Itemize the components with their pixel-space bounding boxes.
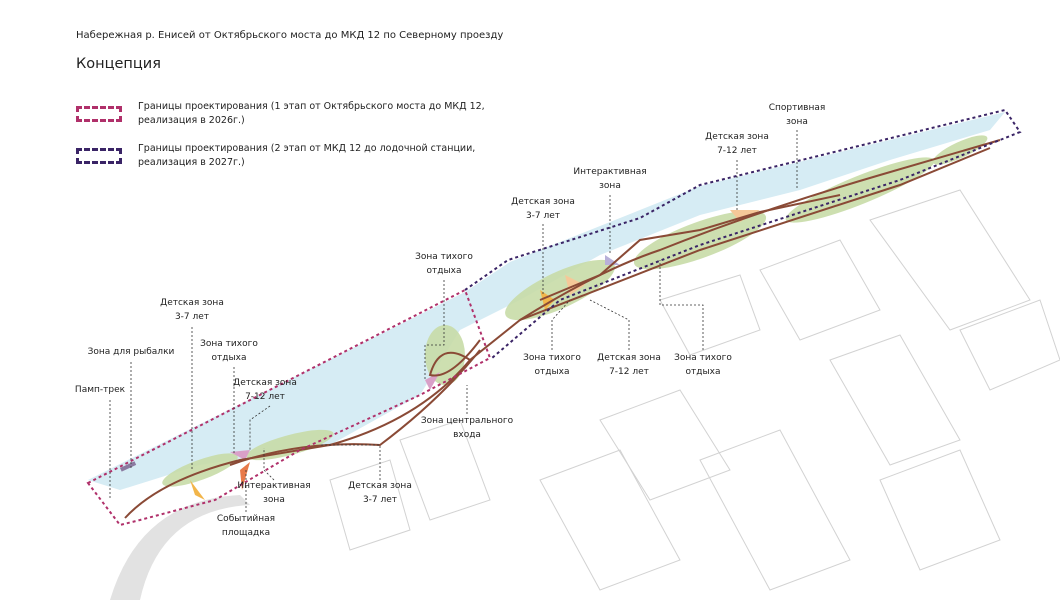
zone-label-fishing: Зона для рыбалки <box>88 345 175 359</box>
label-line-1: Детская зона <box>597 353 661 363</box>
trees <box>162 135 988 487</box>
zone-label-kids-3-7: Детская зона 3-7 лет <box>511 195 575 223</box>
label-line-2: 3-7 лет <box>174 312 210 322</box>
label-line-2: зона <box>263 495 285 505</box>
label-line-2: отдыха <box>426 266 462 276</box>
label-line-2: площадка <box>221 528 271 538</box>
label-line-2: зона <box>599 181 621 191</box>
label-leader-lines <box>109 130 798 512</box>
legend-item-stage-2: Границы проектирования (2 этап от МКД 12… <box>76 142 498 170</box>
boundary-stage-2 <box>464 108 1022 359</box>
label-line-2: зона <box>786 117 808 127</box>
walkway-paths <box>124 139 1001 519</box>
legend-label: Границы проектирования (2 этап от МКД 12… <box>138 143 476 168</box>
label-line-1: Зона тихого <box>200 339 258 349</box>
label-line-2: отдыха <box>534 367 570 377</box>
zone-label-kids-3-7: Детская зона 3-7 лет <box>348 479 412 507</box>
zone-label-kids-7-12: Детская зона 7-12 лет <box>597 351 661 379</box>
label-line-2: 7-12 лет <box>245 392 285 402</box>
zone-label-sports: Спортивная зона <box>769 101 826 129</box>
label-line-1: Детская зона <box>160 298 224 308</box>
label-line-1: Спортивная <box>768 103 826 113</box>
page-title: Концепция <box>76 56 161 72</box>
label-line-2: 3-7 лет <box>362 495 398 505</box>
label-line-2: отдыха <box>685 367 721 377</box>
label-line-1: Интерактивная <box>573 167 647 177</box>
label-line-1: Зона для рыбалки <box>87 347 175 357</box>
label-line-1: Памп-трек <box>74 385 126 395</box>
project-subtitle: Набережная р. Енисей от Октябрьского мос… <box>76 30 504 41</box>
label-line-1: Зона тихого <box>415 252 473 262</box>
zone-label-event-area: Событийная площадка <box>217 512 275 540</box>
legend-label: Границы проектирования (1 этап от Октябр… <box>138 101 485 126</box>
label-line-2: 3-7 лет <box>525 211 561 221</box>
label-line-1: Зона тихого <box>674 353 732 363</box>
label-line-2: отдыха <box>211 353 247 363</box>
label-line-2: 7-12 лет <box>717 146 757 156</box>
label-line-2: входа <box>453 430 481 440</box>
bridge-ramp <box>110 495 250 600</box>
label-line-1: Детская зона <box>348 481 412 491</box>
label-line-2: 7-12 лет <box>609 367 649 377</box>
label-line-1: Детская зона <box>511 197 575 207</box>
zone-label-central-entrance: Зона центрального входа <box>421 414 513 442</box>
zone-label-quiet-rest: Зона тихого отдыха <box>415 250 473 278</box>
zone-label-interactive: Интерактивная зона <box>573 165 646 193</box>
zone-label-quiet-rest: Зона тихого отдыха <box>200 337 258 365</box>
city-buildings <box>329 189 1060 591</box>
zone-label-kids-7-12: Детская зона 7-12 лет <box>233 376 297 404</box>
zone-label-kids-7-12: Детская зона 7-12 лет <box>705 130 769 158</box>
zone-label-quiet-rest: Зона тихого отдыха <box>523 351 581 379</box>
zone-label-kids-3-7: Детская зона 3-7 лет <box>160 296 224 324</box>
zone-label-quiet-rest: Зона тихого отдыха <box>674 351 732 379</box>
label-line-1: Детская зона <box>233 378 297 388</box>
label-line-1: Зона тихого <box>523 353 581 363</box>
zone-label-pump-track: Памп-трек <box>75 383 125 397</box>
dashed-boundary-stage-2-icon <box>76 148 122 164</box>
label-line-1: Событийная <box>216 514 276 524</box>
zone-label-interactive: Интерактивная зона <box>237 479 310 507</box>
river-water <box>88 112 1005 490</box>
label-line-1: Интерактивная <box>237 481 311 491</box>
dashed-boundary-stage-1-icon <box>76 106 122 122</box>
label-line-1: Зона центрального <box>420 416 514 426</box>
legend-item-stage-1: Границы проектирования (1 этап от Октябр… <box>76 100 498 128</box>
label-line-1: Детская зона <box>705 132 769 142</box>
